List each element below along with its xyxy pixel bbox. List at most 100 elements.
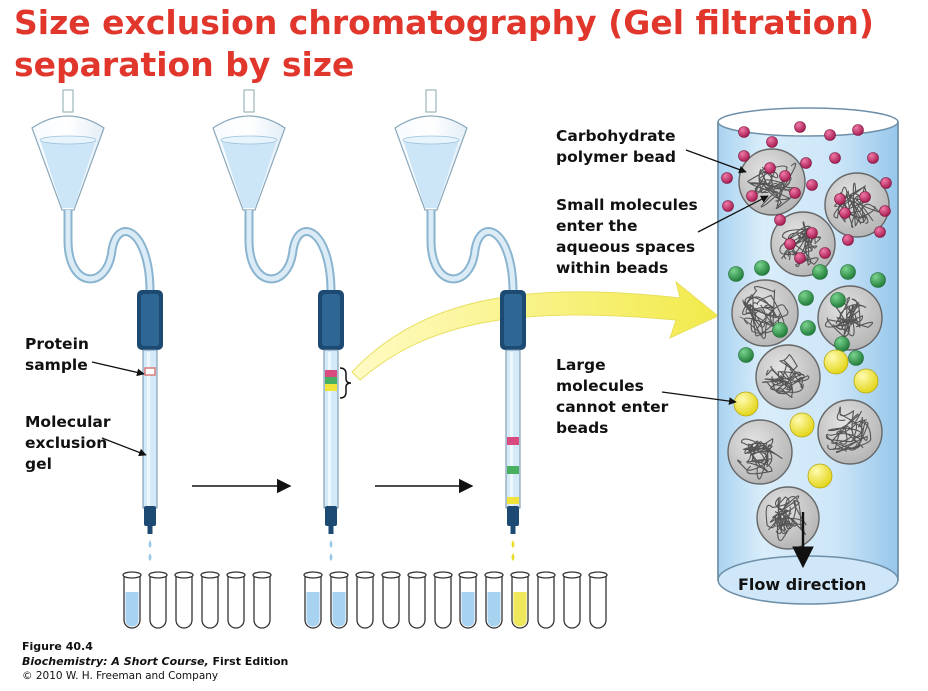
outlet-tip [147,526,153,534]
large-molecule [733,391,759,417]
band-medium [507,466,519,474]
tubing [244,210,336,293]
column-cap-shade [504,294,522,346]
medium-molecule [798,290,814,306]
band-medium [325,377,337,384]
test-tube [253,575,271,629]
funnel-stem [243,89,255,113]
band-large [325,384,337,391]
small-molecule [784,238,796,250]
band-small [507,437,519,445]
column-1 [31,89,272,629]
small-molecule [834,193,846,205]
pointer-protein-sample [91,361,145,377]
bead-texture [761,354,810,398]
title-line-2: separation by size [14,45,355,84]
bead-body [770,211,836,277]
pointer-gel [101,437,147,457]
medium-molecule [870,272,886,288]
collected-fraction [487,592,501,627]
medium-molecule [840,264,856,280]
book-edition: First Edition [208,655,289,668]
column-cap-shade [141,294,159,346]
test-tube-rim [303,571,323,579]
polymer-bead [817,285,883,351]
bead-body [817,399,883,465]
buffer-surface [402,135,460,145]
title-line-1: Size exclusion chromatography (Gel filtr… [14,3,874,42]
pointer-bead [685,149,747,174]
funnel-buffer [221,140,277,208]
small-molecule [852,124,864,136]
large-molecule [789,412,815,438]
collected-fraction [513,592,527,627]
column-highlight [328,352,331,506]
small-molecule [842,234,854,246]
pointer-large-molecules [661,391,737,405]
large-molecule [853,368,879,394]
medium-molecule [848,350,864,366]
band-large [507,497,519,504]
bead-texture [765,495,807,542]
test-tube [175,575,193,629]
drop [148,553,152,561]
column-outlet [325,506,337,526]
polymer-bead [731,279,799,347]
test-tube-rim [174,571,194,579]
small-molecule [794,121,806,133]
drop [511,540,515,548]
test-tube-rim [355,571,375,579]
test-tube [434,575,452,629]
test-tube [563,575,581,629]
test-tube-rim [407,571,427,579]
small-molecule [774,214,786,226]
large-molecule [823,349,849,375]
test-tube-rim [433,571,453,579]
protein-sample-band [144,367,156,376]
bead-texture [825,406,872,453]
test-tube-rim [381,571,401,579]
test-tube-rim [252,571,272,579]
polymer-bead [756,486,820,550]
column-highlight [147,352,150,506]
medium-molecule [754,260,770,276]
polymer-bead [755,344,821,410]
drop [329,553,333,561]
medium-molecule [772,322,788,338]
test-tube [201,575,219,629]
small-molecule [766,136,778,148]
small-molecule [879,205,891,217]
test-tube-rim [536,571,556,579]
small-molecule [721,172,733,184]
test-tube [356,575,374,629]
small-molecule [829,152,841,164]
test-tube-rim [458,571,478,579]
test-tube-rim [562,571,582,579]
test-tube-rim [510,571,530,579]
funnel-stem [425,89,437,113]
small-molecule [800,157,812,169]
buffer-surface [39,135,97,145]
large-molecule [807,463,833,489]
column-outlet [144,506,156,526]
drop [511,553,515,561]
small-molecule [880,177,892,189]
small-molecule [738,126,750,138]
band-small [325,370,337,377]
small-molecule [789,187,801,199]
medium-molecule [830,292,846,308]
test-tube-rim [122,571,142,579]
medium-molecule [834,336,850,352]
test-tube-rim [588,571,608,579]
tubing-inner [65,210,153,293]
test-tube-rim [148,571,168,579]
tubing-inner [428,210,516,293]
column-3 [394,89,608,629]
small-molecule [746,190,758,202]
collected-fraction [332,592,346,627]
polymer-beads [727,148,890,550]
